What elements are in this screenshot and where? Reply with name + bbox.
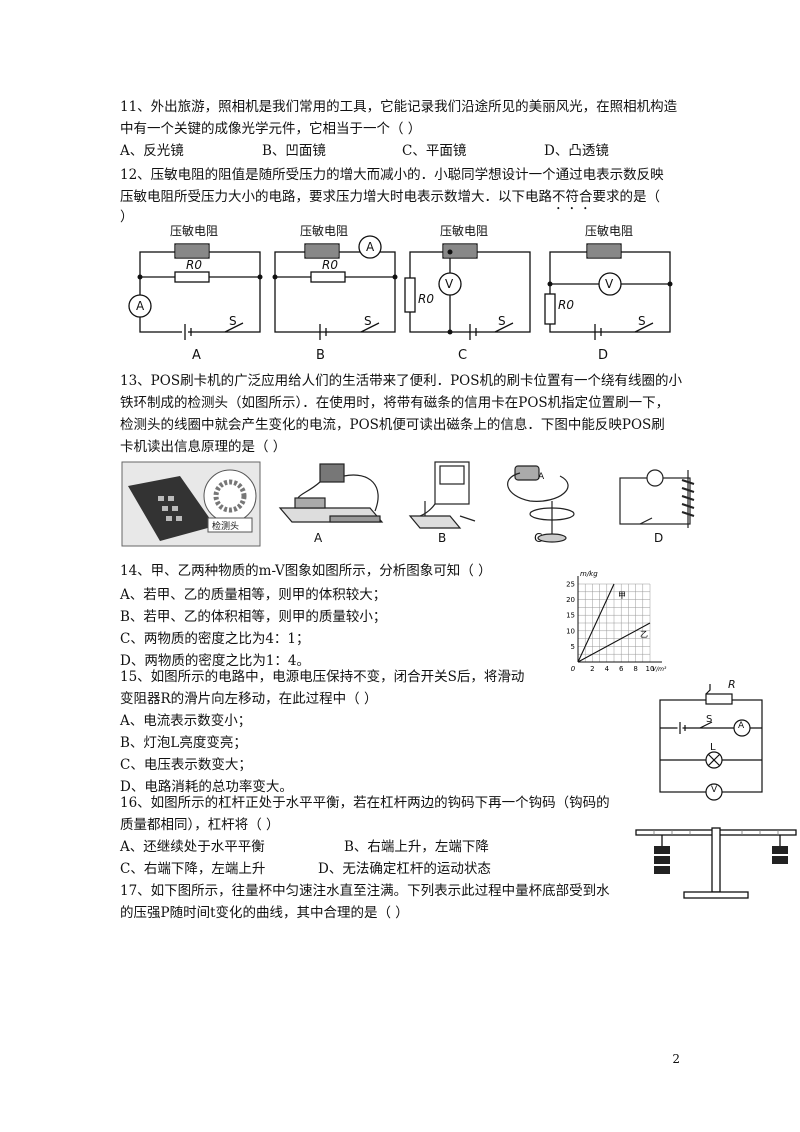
q13-line2: 铁环制成的检测头（如图所示）．在使用时，将带有磁条的信用卡在POS机指定位置刷一…	[120, 395, 670, 411]
q15-l-label: L	[710, 742, 716, 753]
q12-emphasis: 不符合	[552, 189, 593, 205]
y-tick-label: 5	[571, 643, 575, 651]
q13-line1: 13、POS刷卡机的广泛应用给人们的生活带来了便利．POS机的刷卡位置有一个绕有…	[120, 373, 682, 389]
q12-a-resistor-label: 压敏电阻	[170, 224, 219, 238]
q15-circuit	[659, 684, 763, 801]
x-tick-label: 6	[619, 665, 624, 673]
q15-line1: 15、如图所示的电路中，电源电压保持不变，闭合开关S后，将滑动	[120, 669, 525, 685]
q12-diagram-b: B	[316, 348, 325, 363]
series-line	[577, 583, 615, 663]
series-label: 乙	[640, 630, 648, 639]
q15-option-d: D、电路消耗的总功率变大。	[120, 779, 293, 795]
q12-d-voltmeter: V	[605, 277, 614, 291]
q13-line4: 卡机读出信息原理的是（ ）	[120, 439, 287, 455]
q16-option-c: C、右端下降，左端上升	[120, 861, 266, 877]
q12-a-r0: R0	[186, 258, 202, 272]
q12-c-resistor-label: 压敏电阻	[440, 224, 489, 238]
q13-diagram-d: D	[654, 531, 664, 545]
q12-b-ammeter: A	[366, 240, 375, 254]
series-label: 甲	[618, 591, 626, 600]
q12-d-r0: R0	[558, 298, 574, 312]
q13-head-label: 检测头	[212, 522, 240, 532]
q11-option-d: D、凸透镜	[544, 143, 609, 159]
y-tick-label: 10	[566, 627, 575, 635]
q13-diagram-b: B	[438, 531, 447, 545]
q11-line2: 中有一个关键的成像光学元件，它相当于一个（ ）	[120, 121, 422, 137]
q12-d-switch: S	[638, 314, 646, 328]
q15-line2: 变阻器R的滑片向左移动，在此过程中（ ）	[120, 691, 378, 707]
q11-option-b: B、凹面镜	[262, 143, 326, 159]
q13-diagram-c: C	[534, 531, 543, 545]
q15-option-c: C、电压表示数变大；	[120, 757, 252, 773]
q12-c-switch: S	[498, 314, 506, 328]
q12-circuits	[128, 235, 673, 340]
q16-lever	[635, 827, 797, 899]
x-tick-label: 2	[590, 665, 594, 673]
q17-line2: 的压强P随时间t变化的曲线，其中合理的是（ ）	[120, 905, 409, 921]
q12-diagram-c: C	[458, 348, 468, 363]
q15-option-b: B、灯泡L亮度变亮；	[120, 735, 247, 751]
q15-r-label: R	[728, 678, 736, 691]
q16-option-a: A、还继续处于水平平衡	[120, 839, 265, 855]
q16-line2: 质量都相同），杠杆将（ ）	[120, 817, 280, 833]
q12-line1: 12、压敏电阻的阻值是随所受压力的增大而减小的．小聪同学想设计一个通过电表示数反…	[120, 167, 664, 183]
y-tick-label: 15	[566, 612, 575, 620]
q13-diagram-a: A	[314, 531, 323, 545]
y-tick-label: 25	[566, 581, 575, 589]
q12-line3: ）	[120, 209, 134, 225]
q15-a-label: A	[738, 721, 745, 731]
q17-line1: 17、如下图所示，往量杯中匀速注水直至注满。下列表示此过程中量杯底部受到水	[120, 883, 610, 899]
q11-line1: 11、外出旅游，照相机是我们常用的工具，它能记录我们沿途所见的美丽风光，在照相机…	[120, 99, 678, 115]
q16-option-d: D、无法确定杠杆的运动状态	[318, 861, 491, 877]
x-tick-label: 8	[633, 665, 637, 673]
page-number: 2	[672, 1052, 680, 1066]
q12-line2: 压敏电阻所受压力大小的电路，要求压力增大时电表示数增大．以下电路不符合要求的是（	[120, 189, 660, 205]
q11-option-c: C、平面镜	[402, 143, 467, 159]
q14-option-c: C、两物质的密度之比为4：1；	[120, 631, 310, 647]
mv-chart: 2 4 6 8 10 5 10 15 20 25 0 m/kgV/m³ 甲乙	[566, 570, 667, 673]
q13-illustrations	[121, 461, 695, 547]
q12-diagram-d: D	[598, 348, 609, 363]
q12-a-switch: S	[229, 314, 237, 328]
y-tick-label: 20	[566, 596, 575, 604]
q15-v-label: V	[711, 785, 718, 795]
q12-d-resistor-label: 压敏电阻	[585, 224, 634, 238]
q12-c-voltmeter: V	[445, 277, 454, 291]
q14-line1: 14、甲、乙两种物质的m-V图象如图所示，分析图象可知（ ）	[120, 563, 492, 579]
q12-a-ammeter: A	[136, 299, 145, 313]
x-tick-label: 10	[646, 665, 655, 673]
q15-s-label: S	[706, 714, 713, 725]
q12-b-resistor-label: 压敏电阻	[300, 224, 349, 238]
q14-option-d: D、两物质的密度之比为1：4。	[120, 653, 311, 669]
q13-d-ammeter: A	[538, 472, 545, 482]
q11-option-a: A、反光镜	[120, 143, 184, 159]
origin-label: 0	[571, 665, 576, 673]
q15-option-a: A、电流表示数变小；	[120, 713, 252, 729]
x-tick-label: 4	[605, 665, 610, 673]
q16-option-b: B、右端上升，左端下降	[344, 839, 489, 855]
q12-b-switch: S	[364, 314, 372, 328]
series-line	[577, 622, 651, 663]
q16-line1: 16、如图所示的杠杆正处于水平平衡，若在杠杆两边的钩码下再一个钩码（钩码的	[120, 795, 610, 811]
q14-option-a: A、若甲、乙的质量相等，则甲的体积较大；	[120, 587, 387, 603]
q12-c-r0: R0	[418, 292, 434, 306]
q13-line3: 检测头的线圈中就会产生变化的电流，POS机便可读出磁条上的信息．下图中能反映PO…	[120, 417, 665, 433]
x-axis-label: V/m³	[652, 666, 667, 673]
q12-diagram-a: A	[192, 348, 201, 363]
q12-b-r0: R0	[322, 258, 338, 272]
q14-option-b: B、若甲、乙的体积相等，则甲的质量较小；	[120, 609, 387, 625]
y-axis-label: m/kg	[580, 570, 598, 578]
